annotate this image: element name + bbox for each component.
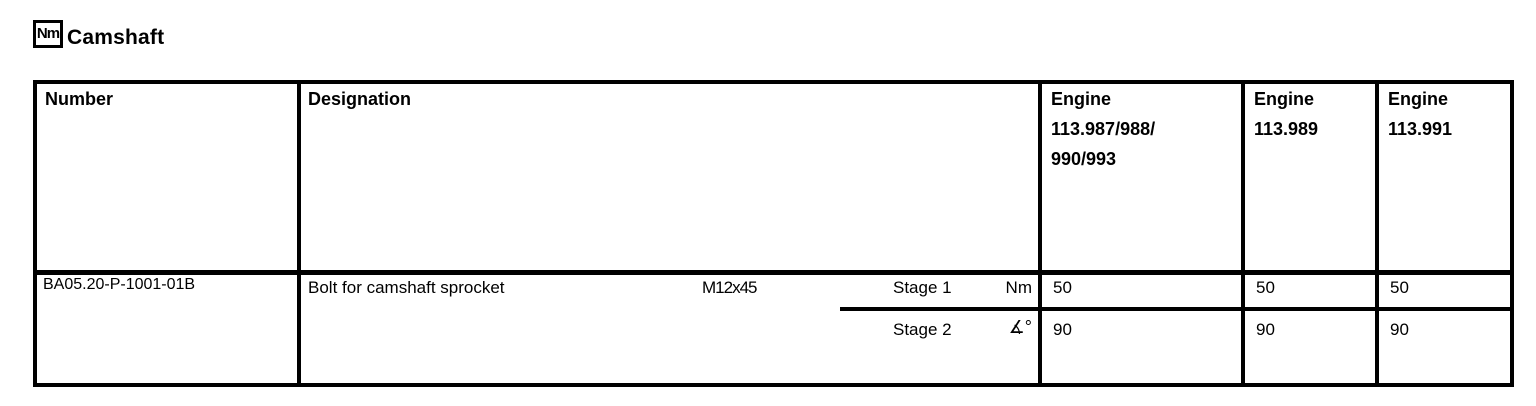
stage-1-value-engine-1: 50 [1053,278,1072,297]
column-divider [1241,84,1245,383]
column-divider [1375,84,1379,383]
stage-2-value-engine-3: 90 [1390,320,1409,339]
column-header-engine-1: Engine 113.987/988/ 990/993 [1051,84,1155,174]
stage-1-value-engine-2: 50 [1256,278,1275,297]
page-title: Camshaft [67,26,165,49]
engine-header-line: 113.987/988/ [1051,119,1156,139]
stage-2-label: Stage 2 [893,320,952,339]
stage-1-label: Stage 1 [893,278,952,297]
column-header-engine-2: Engine 113.989 [1254,84,1318,144]
engine-header-line: Engine [1388,89,1449,109]
nm-unit-icon: Nm [33,20,63,48]
stage-2-value-engine-2: 90 [1256,320,1275,339]
column-divider [1038,84,1042,383]
engine-header-line: Engine [1051,89,1112,109]
column-header-engine-3: Engine 113.991 [1388,84,1452,144]
engine-header-line: 113.991 [1388,119,1453,139]
engine-header-line: 113.989 [1254,119,1319,139]
torque-spec-table: Number Designation Engine 113.987/988/ 9… [33,80,1514,387]
stage-2-value-engine-1: 90 [1053,320,1072,339]
part-designation: Bolt for camshaft sprocket [308,278,505,297]
stage-1-unit: Nm [1005,278,1032,297]
column-header-number: Number [45,89,114,109]
header-row-divider [37,270,1510,275]
column-divider [297,84,301,383]
column-header-designation: Designation [308,89,412,109]
stage-2-unit-angle-icon: ∡° [1008,317,1032,337]
stage-row-divider [840,307,1510,311]
part-number: BA05.20-P-1001-01B [43,276,196,293]
engine-header-line: 990/993 [1051,149,1117,169]
thread-size: M12x45 [702,278,757,297]
stage-1-value-engine-3: 50 [1390,278,1409,297]
engine-header-line: Engine [1254,89,1315,109]
